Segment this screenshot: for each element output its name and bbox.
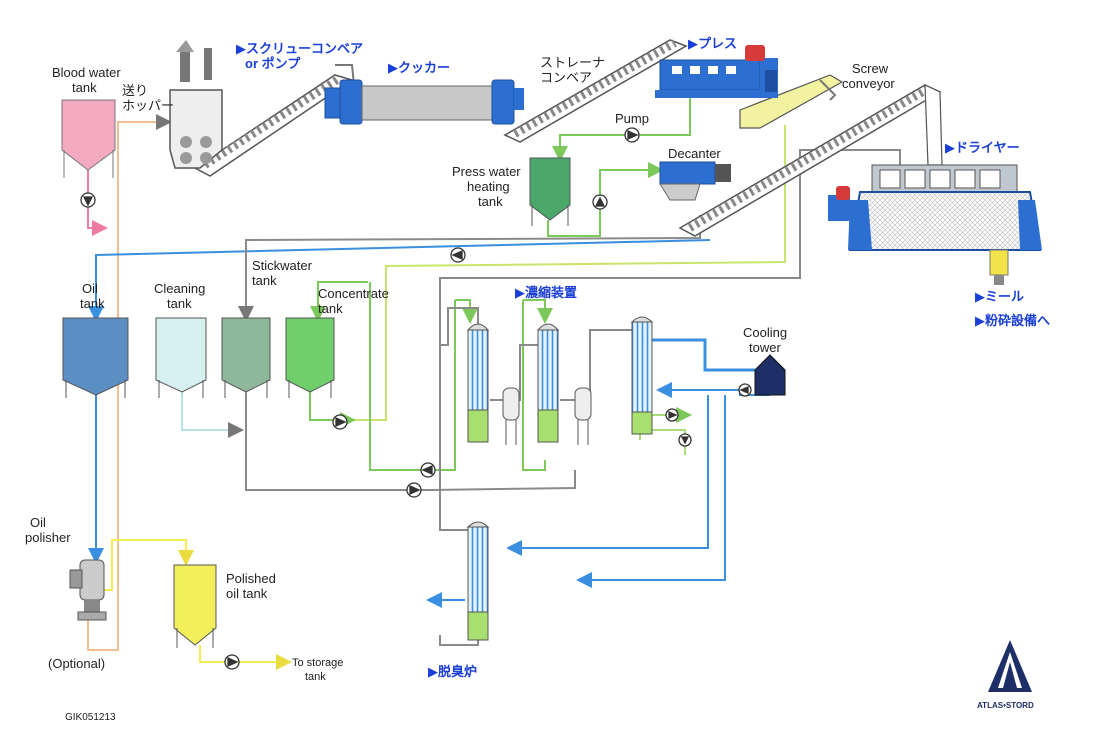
pump-evap-1 — [420, 462, 436, 478]
feed-hopper — [169, 40, 223, 169]
evap-condensate-pipe — [429, 470, 576, 491]
blood-water-tank — [61, 99, 116, 178]
label-strainer-conveyor: ストレーナコンベア — [540, 55, 605, 85]
pump-condenser-2 — [678, 433, 692, 447]
cleaning-tank — [155, 317, 207, 398]
oil-tank — [62, 317, 129, 398]
atlas-stord-logo: ATLAS•STORD — [977, 640, 1034, 710]
evap-green-loop-2 — [522, 300, 546, 471]
pump-condenser-1 — [665, 408, 679, 422]
evaporator-column-1 — [466, 323, 490, 443]
deodorizer-in-pipe — [439, 635, 479, 646]
cooling-tower — [754, 354, 786, 396]
stickwater-tank — [221, 317, 271, 398]
condenser-column — [630, 316, 654, 435]
evap-cross-pipe-2 — [560, 329, 640, 401]
disc-dryer — [828, 164, 1042, 285]
pump-stickwater — [406, 482, 422, 498]
pump-concentrate — [332, 414, 348, 430]
blood-water-pipe — [87, 170, 108, 236]
press-outlet-conveyor — [739, 74, 844, 129]
pump-cooling — [738, 383, 752, 397]
stickwater-out-pipe — [245, 392, 430, 491]
polished-oil-pipe — [102, 539, 194, 591]
condenser-drain-pipe — [650, 429, 686, 455]
stickwater-pipe — [238, 215, 701, 322]
cooling-down-pipe — [576, 395, 726, 588]
evap-green-loop-1 — [369, 282, 456, 471]
label-deodorizer: ▶脱臭炉 — [428, 664, 477, 679]
concentrate-tank — [285, 317, 335, 398]
label-to-grinding: ▶粉砕設備へ — [975, 313, 1050, 328]
decanter — [659, 161, 731, 201]
pump-storage — [224, 654, 240, 670]
label-optional: (Optional) — [48, 656, 105, 671]
figure-code: GIK051213 — [65, 712, 116, 723]
deodorizer-column — [466, 521, 490, 641]
screw-press — [655, 45, 778, 98]
label-evaporator: ▶濃縮装置 — [515, 285, 577, 300]
label-dryer: ▶ドライヤー — [945, 140, 1020, 155]
heating-to-decanter-pipe — [547, 162, 664, 237]
label-meal: ▶ミール — [975, 289, 1024, 304]
storage-pipe — [199, 645, 292, 670]
separator-2 — [574, 387, 592, 445]
pump-heating — [592, 194, 608, 210]
separator-1 — [502, 387, 520, 445]
dryer-vapour-pipe — [439, 149, 901, 345]
cooling-deo-pipe — [506, 395, 709, 556]
label-cooker: ▶クッカー — [388, 60, 450, 75]
evap-green-top-2 — [523, 299, 553, 324]
pump-blood — [80, 192, 96, 208]
label-press: ▶プレス — [688, 36, 737, 51]
pump-press-water — [624, 127, 640, 143]
concentrate-in-pipe — [310, 281, 368, 322]
logo-text: ATLAS•STORD — [977, 701, 1034, 710]
pump-oil — [450, 247, 466, 263]
oil-polisher — [69, 559, 107, 621]
strainer-conveyor-belt — [503, 39, 688, 143]
press-water-heating-tank — [529, 157, 571, 226]
polished-oil-tank — [173, 564, 217, 648]
evap-green-top-1 — [455, 299, 478, 324]
cooling-return-pipe — [656, 382, 770, 398]
label-pump: Pump — [615, 111, 649, 126]
evap-vapour-pipe — [439, 307, 479, 531]
concentrate-return-pipe — [310, 125, 786, 421]
label-decanter: Decanter — [668, 146, 721, 161]
cleaning-pipe — [181, 392, 244, 438]
optional-return-pipe — [87, 114, 172, 651]
label-feed-hopper: 送りホッパー — [122, 83, 174, 113]
cooker — [324, 79, 524, 125]
cooling-water-pipe — [650, 338, 755, 372]
oil-pipe — [88, 239, 711, 322]
evaporator-column-2 — [536, 323, 560, 443]
pump-symbols — [80, 127, 752, 670]
